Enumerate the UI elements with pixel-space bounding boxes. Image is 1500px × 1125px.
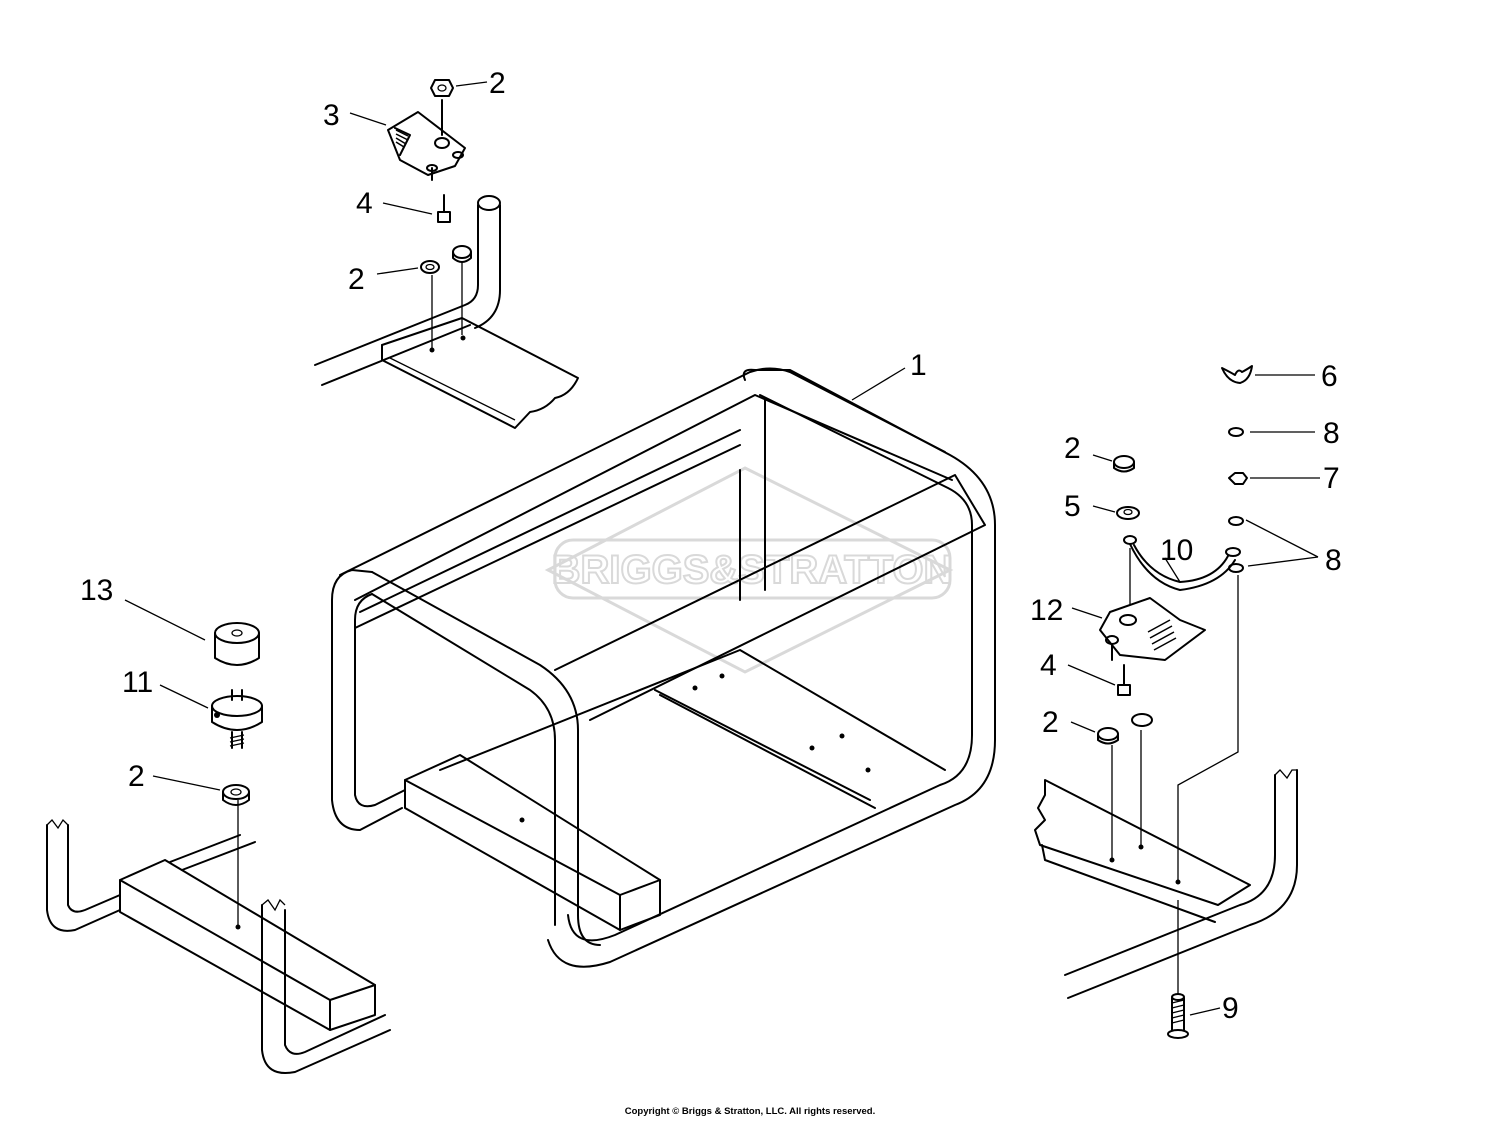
callout-2: 2 xyxy=(128,760,145,793)
callout-4: 4 xyxy=(356,187,373,220)
copyright-notice: Copyright © Briggs & Stratton, LLC. All … xyxy=(624,1106,876,1117)
callout-3: 3 xyxy=(323,99,340,132)
bolt-icon xyxy=(437,194,451,223)
washer-icon xyxy=(1228,563,1244,573)
callout-13: 13 xyxy=(80,574,113,607)
callout-11: 11 xyxy=(122,666,153,699)
callout-10: 10 xyxy=(1160,534,1193,567)
washer-icon xyxy=(1228,516,1244,526)
callout-9: 9 xyxy=(1222,992,1239,1025)
washer-icon xyxy=(1228,427,1244,437)
rubber-mount-icon xyxy=(214,622,260,666)
callout-7: 7 xyxy=(1323,462,1340,495)
watermark-text: BRIGGS&STRATTON xyxy=(552,548,953,592)
washer-icon xyxy=(1116,506,1140,520)
bottom-left-inset xyxy=(46,622,391,1074)
callout-2: 2 xyxy=(489,67,506,100)
clamp-bracket-icon xyxy=(387,99,466,181)
callout-2: 2 xyxy=(348,263,365,296)
callout-5: 5 xyxy=(1064,490,1081,523)
nut-icon xyxy=(430,79,454,97)
callout-8: 8 xyxy=(1325,544,1342,577)
callout-labels: 2 3 4 2 1 6 8 7 2 5 10 8 12 4 2 9 13 11 … xyxy=(80,67,1342,1025)
callout-2: 2 xyxy=(1064,432,1081,465)
ground-wire-icon xyxy=(1123,535,1241,605)
callout-8: 8 xyxy=(1323,417,1340,450)
callout-2: 2 xyxy=(1042,706,1059,739)
callout-4: 4 xyxy=(1040,649,1057,682)
shock-mount-icon xyxy=(211,689,263,749)
clamp-bracket-icon xyxy=(1099,597,1206,661)
leader-lines xyxy=(124,81,1320,1016)
callout-1: 1 xyxy=(910,349,927,382)
flange-nut-icon xyxy=(222,784,250,806)
nut-icon xyxy=(1113,455,1135,473)
flange-nut-icon xyxy=(1097,713,1153,745)
bolt-icon xyxy=(1117,664,1131,696)
brand-watermark: BRIGGS&STRATTON xyxy=(544,466,953,674)
bolt-icon xyxy=(1167,993,1189,1039)
callout-12: 12 xyxy=(1030,594,1063,627)
frame-assembly xyxy=(331,367,996,968)
nut-icon xyxy=(1228,472,1248,485)
top-inset xyxy=(314,79,579,429)
wing-nut-icon xyxy=(1221,365,1253,384)
right-inset xyxy=(1034,365,1298,1039)
washer-nut-icon xyxy=(420,245,472,274)
callout-6: 6 xyxy=(1321,360,1338,393)
